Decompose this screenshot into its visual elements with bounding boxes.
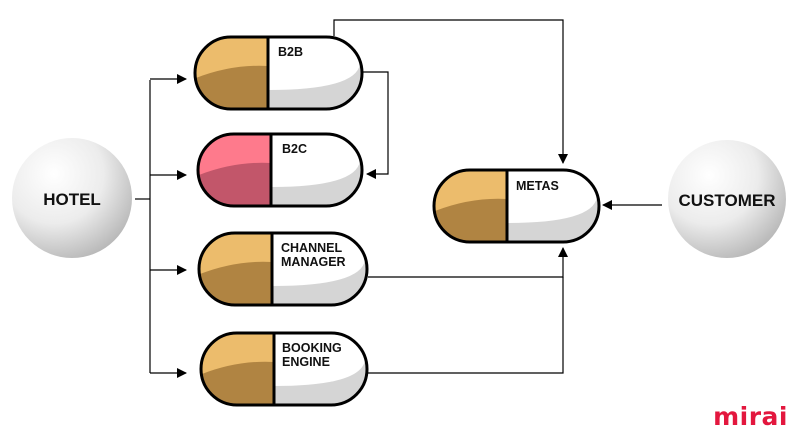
customer-label: CUSTOMER (679, 191, 776, 210)
hotel-node: HOTEL (12, 138, 132, 258)
pill-b2b: B2B (193, 35, 364, 111)
mirai-logo: mirai (713, 402, 788, 431)
b2b-label: B2B (278, 45, 303, 59)
booking-engine-to-metas-line (368, 277, 564, 374)
arrow-channel-manager-to-metas (368, 247, 568, 278)
arrow-b2b-to-b2c (362, 71, 389, 179)
hotel-label: HOTEL (43, 190, 101, 209)
arrow-b2b-to-metas (333, 19, 568, 164)
customer-node: CUSTOMER (668, 140, 786, 258)
connectors (135, 19, 662, 378)
b2c-label: B2C (282, 142, 307, 156)
pill-booking-engine: BOOKING ENGINE (199, 331, 369, 407)
channel-manager-line-2: MANAGER (281, 255, 346, 269)
booking-engine-line-1: BOOKING (282, 341, 342, 355)
pill-channel-manager: CHANNEL MANAGER (197, 231, 369, 307)
metas-label: METAS (516, 179, 559, 193)
booking-engine-line-2: ENGINE (282, 355, 330, 369)
channel-manager-line-1: CHANNEL (281, 241, 342, 255)
pill-b2c: B2C (196, 132, 364, 208)
pill-metas: METAS (432, 168, 601, 244)
booking-engine-label: BOOKING ENGINE (282, 341, 345, 369)
channel-manager-label: CHANNEL MANAGER (281, 241, 346, 269)
